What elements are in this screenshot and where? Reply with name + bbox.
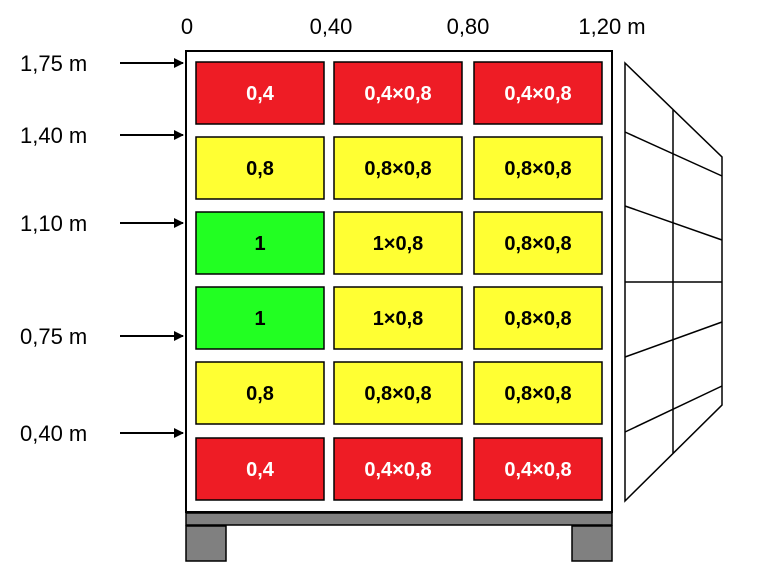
storage-cell — [473, 286, 603, 350]
rack-side-perspective — [624, 61, 723, 503]
storage-cell-label: 0,4 — [246, 83, 275, 105]
top-scale: 0 0,40 0,80 1,20 m — [181, 14, 646, 39]
storage-cell — [195, 361, 325, 425]
storage-cell — [473, 361, 603, 425]
storage-cell — [473, 437, 603, 501]
height-marker-label: 0,40 m — [20, 421, 87, 446]
storage-cell-label: 1×0,8 — [373, 308, 424, 330]
pallet-deck — [185, 512, 613, 526]
storage-cell — [195, 437, 325, 501]
storage-cell-label: 0,4×0,8 — [504, 459, 571, 481]
storage-cell-label: 1 — [254, 233, 265, 255]
storage-cell — [473, 211, 603, 275]
storage-cell — [333, 61, 463, 125]
height-markers: 1,75 m 1,40 m 1,10 m 0,75 m 0,40 m — [20, 51, 184, 446]
top-scale-label: 0,40 — [310, 14, 353, 39]
storage-cell — [195, 286, 325, 350]
storage-cell-grid: 0,4 0,4×0,8 0,4×0,8 0,8 0,8×0,8 0,8×0,8 1 1×0,8… — [195, 61, 603, 501]
rack-frame — [185, 50, 613, 513]
storage-cell — [333, 361, 463, 425]
storage-cell-label: 0,8×0,8 — [364, 158, 431, 180]
storage-cell-label: 0,8 — [246, 158, 274, 180]
storage-cell — [333, 437, 463, 501]
pallet-foot-right — [571, 525, 613, 562]
storage-cell-label: 1×0,8 — [373, 233, 424, 255]
storage-cell-label: 0,4×0,8 — [504, 83, 571, 105]
storage-cell-label: 0,4×0,8 — [364, 459, 431, 481]
storage-cell-label: 0,4×0,8 — [364, 83, 431, 105]
side-shelf-line — [624, 205, 723, 241]
storage-cell — [333, 136, 463, 200]
storage-cell — [473, 61, 603, 125]
pallet-foot-left — [185, 525, 227, 562]
height-marker-label: 1,10 m — [20, 211, 87, 236]
storage-cell-label: 0,8 — [246, 383, 274, 405]
storage-cell-label: 0,8×0,8 — [504, 233, 571, 255]
storage-cell-label: 0,8×0,8 — [504, 158, 571, 180]
storage-cell — [195, 136, 325, 200]
height-marker-label: 1,75 m — [20, 51, 87, 76]
height-marker-label: 0,75 m — [20, 324, 87, 349]
side-shelf-line — [624, 131, 723, 177]
top-scale-label: 0 — [181, 14, 193, 39]
side-shelf-line — [624, 321, 723, 358]
side-outline — [624, 61, 723, 503]
storage-cell-label: 0,8×0,8 — [504, 383, 571, 405]
storage-cell-label: 0,8×0,8 — [504, 308, 571, 330]
top-scale-label: 0,80 — [447, 14, 490, 39]
top-scale-label: 1,20 m — [578, 14, 645, 39]
storage-cell — [195, 211, 325, 275]
storage-cell — [195, 61, 325, 125]
storage-cell-label: 0,8×0,8 — [364, 383, 431, 405]
pallet-base — [185, 512, 613, 562]
height-marker-label: 1,40 m — [20, 123, 87, 148]
side-shelf-line — [624, 385, 723, 433]
storage-cell-label: 1 — [254, 308, 265, 330]
storage-cell — [473, 136, 603, 200]
storage-cell — [333, 211, 463, 275]
storage-cell-label: 0,4 — [246, 459, 275, 481]
storage-cell — [333, 286, 463, 350]
